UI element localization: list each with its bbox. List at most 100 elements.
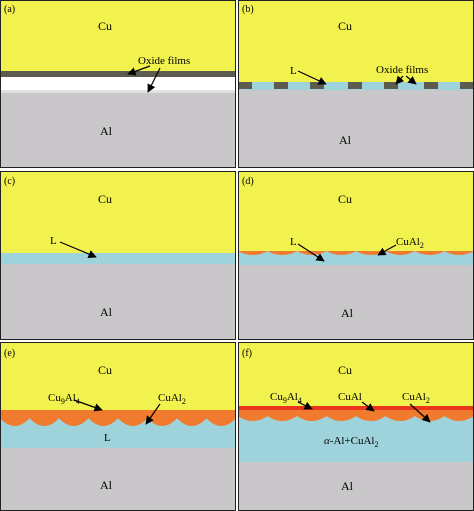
cual2-grain xyxy=(326,416,357,421)
cual-arrow xyxy=(361,401,375,412)
panel-b: (b) Cu Al L Oxide films xyxy=(238,0,474,168)
cual2-arrow xyxy=(377,244,397,256)
cual-layer xyxy=(238,410,474,416)
al-label: Al xyxy=(100,478,113,492)
oxide-fragment xyxy=(310,82,324,89)
oxide-films-label: Oxide films xyxy=(138,55,190,67)
panel-c: (c) Cu Al L xyxy=(0,171,236,340)
panel-a: (a) Cu Al Oxide films xyxy=(0,0,236,168)
cual2-grain xyxy=(355,416,386,421)
cu-layer xyxy=(0,0,236,72)
liquid-label: L xyxy=(290,236,297,248)
panel-tag: (b) xyxy=(242,4,254,15)
cu-label: Cu xyxy=(338,19,352,33)
cu-layer xyxy=(238,342,474,406)
panel-tag: (d) xyxy=(242,176,254,187)
oxide-fragment xyxy=(238,82,252,89)
cu-label: Cu xyxy=(98,192,112,206)
oxide-films-label: Oxide films xyxy=(376,64,428,76)
cual2-arrow xyxy=(409,403,431,423)
cu-layer xyxy=(0,171,236,253)
cu9al4-label: Cu9Al4 xyxy=(270,391,302,405)
cual2-label: CuAl2 xyxy=(396,236,424,250)
oxide-arrow-upper xyxy=(127,65,151,76)
al-layer xyxy=(0,264,236,340)
cual2-grain xyxy=(444,416,474,421)
liquid-label: L xyxy=(104,432,111,444)
oxide-fragment xyxy=(424,82,438,89)
cual2-grain xyxy=(0,418,30,426)
al-label: Al xyxy=(100,124,113,138)
panel-d: (d) Cu Al L CuAl2 xyxy=(237,171,474,340)
cual2-grain xyxy=(206,418,237,426)
gap-layer xyxy=(0,77,236,91)
panel-frame xyxy=(0,0,236,168)
cual2-grain xyxy=(296,416,327,421)
cual2-grain xyxy=(147,418,178,426)
al-layer xyxy=(238,462,474,511)
oxide-arrow-1 xyxy=(395,75,405,85)
panel-frame xyxy=(0,171,236,340)
liquid-arrow xyxy=(59,241,97,258)
oxide-film-lower xyxy=(0,90,236,94)
al-layer xyxy=(0,448,236,511)
cual2-grain xyxy=(58,418,89,426)
cual2-label: CuAl2 xyxy=(158,392,186,406)
cu-layer xyxy=(0,342,236,410)
al-label: Al xyxy=(100,305,113,319)
al-label: Al xyxy=(341,479,354,493)
liquid-layer xyxy=(0,253,236,264)
cu-layer xyxy=(238,171,474,251)
oxide-fragment xyxy=(348,82,362,89)
panel-tag: (f) xyxy=(242,348,252,359)
cual2-grain xyxy=(237,251,268,255)
cu-label: Cu xyxy=(98,19,112,33)
cual2-grain xyxy=(267,416,298,421)
cu-label: Cu xyxy=(338,192,352,206)
cu9al4-layer xyxy=(238,406,474,410)
cual2-grain xyxy=(385,251,416,255)
oxide-arrow-lower xyxy=(147,67,161,93)
cual2-grain xyxy=(414,251,445,255)
cual2-grain xyxy=(117,418,148,426)
eutectic-label: α-Al+CuAl2 xyxy=(324,435,379,449)
liquid-label: L xyxy=(50,235,57,247)
cu9al4-arrow xyxy=(73,399,103,412)
cu9al4-label: Cu9Al4 xyxy=(48,392,80,406)
cual2-grain xyxy=(444,251,474,255)
cu9al4-arrow xyxy=(297,401,313,410)
oxide-fragment xyxy=(460,82,474,89)
al-layer xyxy=(238,90,474,168)
oxide-arrow-2 xyxy=(405,75,417,85)
cual2-grains xyxy=(0,418,237,426)
cual2-grain xyxy=(267,251,298,255)
cual2-grain xyxy=(29,418,60,426)
cual2-layer xyxy=(0,410,236,418)
panel-e: (e) Cu Al Cu9Al4 CuAl2 L xyxy=(0,342,237,511)
cual2-grain xyxy=(326,251,357,255)
oxide-fragment xyxy=(384,82,398,89)
cual2-grain xyxy=(237,416,268,421)
oxide-film-upper xyxy=(0,71,236,77)
al-layer xyxy=(0,93,236,168)
panel-tag: (c) xyxy=(4,176,15,187)
cu-layer xyxy=(238,0,474,82)
al-label: Al xyxy=(339,133,352,147)
cual2-grain xyxy=(385,416,416,421)
oxide-fragment xyxy=(274,82,288,89)
cu-label: Cu xyxy=(98,363,112,377)
cual2-grains xyxy=(237,416,474,421)
panel-tag: (a) xyxy=(4,4,15,15)
panel-f: (f) Cu Al Cu9Al4 CuAl CuAl2 α-Al+CuAl2 xyxy=(237,342,474,511)
liquid-arrow xyxy=(297,70,327,85)
liquid-label: L xyxy=(290,65,297,77)
al-label: Al xyxy=(341,306,354,320)
cual2-label: CuAl2 xyxy=(402,391,430,405)
cual-label: CuAl xyxy=(338,391,362,403)
cu-label: Cu xyxy=(338,363,352,377)
liquid-layer xyxy=(238,251,474,265)
al-layer xyxy=(238,265,474,340)
eutectic-layer xyxy=(238,416,474,462)
cual2-grain xyxy=(176,418,207,426)
